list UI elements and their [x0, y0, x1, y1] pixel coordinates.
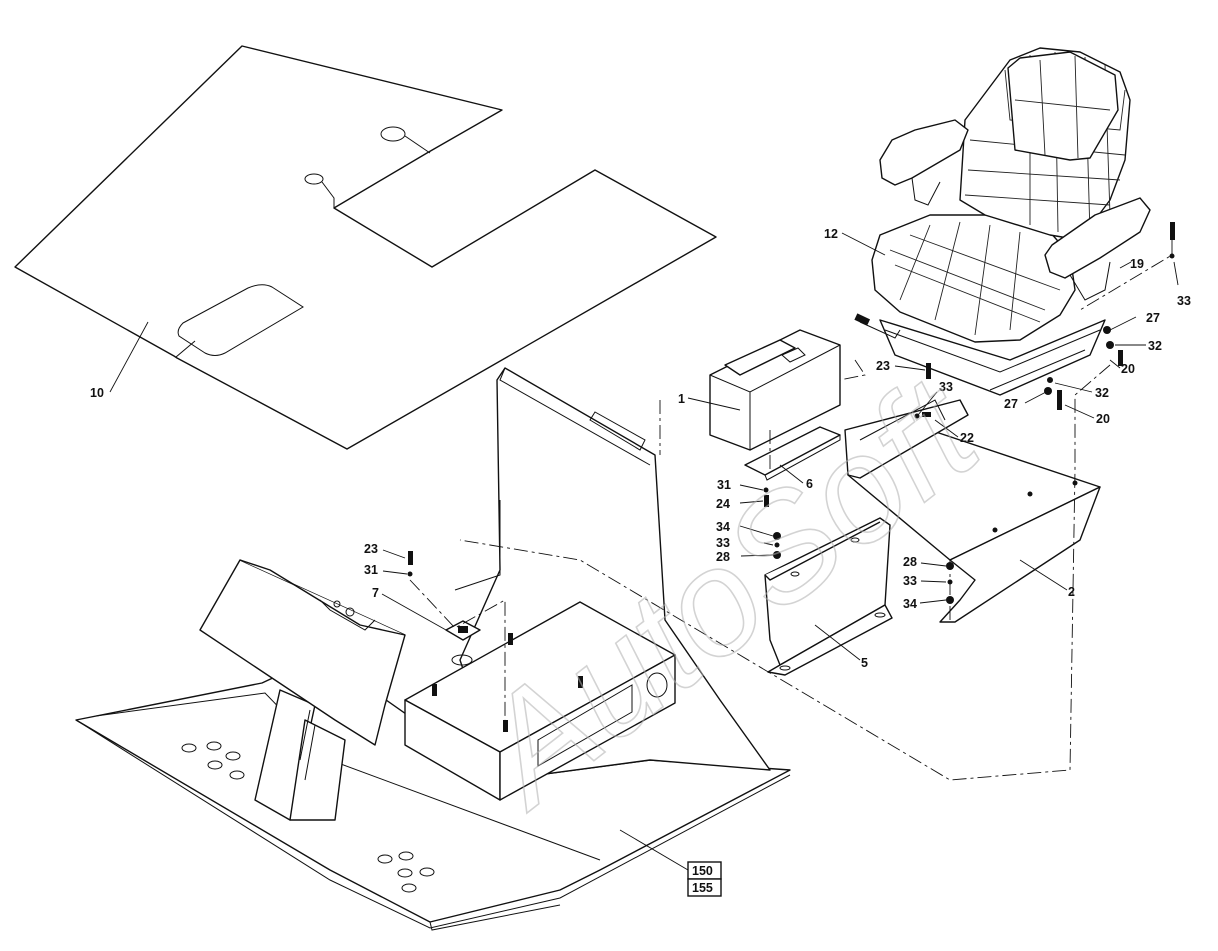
callout-33: 33	[939, 380, 953, 394]
leader-lines	[109, 232, 1179, 871]
reference-boxes: 150 155	[687, 861, 722, 897]
storage-box	[404, 601, 676, 801]
seat-mount	[844, 399, 1101, 623]
callout-27: 27	[1004, 397, 1018, 411]
callout-7: 7	[372, 586, 379, 600]
callout-5: 5	[861, 656, 868, 670]
callout-28: 28	[716, 550, 730, 564]
angle-plate	[744, 426, 841, 481]
callout-33: 33	[716, 536, 730, 550]
callout-23: 23	[876, 359, 890, 373]
callout-labels: 10 12 1 19 33 27 32 20 32 27 20 23 33 22…	[90, 227, 1191, 670]
callout-32: 32	[1095, 386, 1109, 400]
callout-1: 1	[678, 392, 685, 406]
fasteners	[407, 222, 1175, 604]
callout-32: 32	[1148, 339, 1162, 353]
seat-bracket	[709, 329, 841, 451]
callout-22: 22	[960, 431, 974, 445]
reference-155: 155	[692, 881, 713, 895]
part-7-plate	[445, 620, 481, 641]
operator-seat	[854, 47, 1151, 396]
floor-mat	[14, 45, 717, 450]
callout-20: 20	[1096, 412, 1110, 426]
callout-6: 6	[806, 477, 813, 491]
callout-23: 23	[364, 542, 378, 556]
steering-support	[254, 689, 346, 821]
callout-33: 33	[903, 574, 917, 588]
callout-31: 31	[717, 478, 731, 492]
callout-34: 34	[716, 520, 730, 534]
callout-31: 31	[364, 563, 378, 577]
callout-28: 28	[903, 555, 917, 569]
callout-24: 24	[716, 497, 730, 511]
callout-33: 33	[1177, 294, 1191, 308]
support-bracket	[764, 517, 893, 676]
alignment-lines	[409, 240, 1173, 781]
callout-20: 20	[1121, 362, 1135, 376]
callout-34: 34	[903, 597, 917, 611]
callout-10: 10	[90, 386, 104, 400]
steering-console	[199, 559, 406, 746]
callout-12: 12	[824, 227, 838, 241]
reference-150: 150	[692, 864, 713, 878]
callout-27: 27	[1146, 311, 1160, 325]
callout-19: 19	[1130, 257, 1144, 271]
callout-2: 2	[1068, 585, 1075, 599]
